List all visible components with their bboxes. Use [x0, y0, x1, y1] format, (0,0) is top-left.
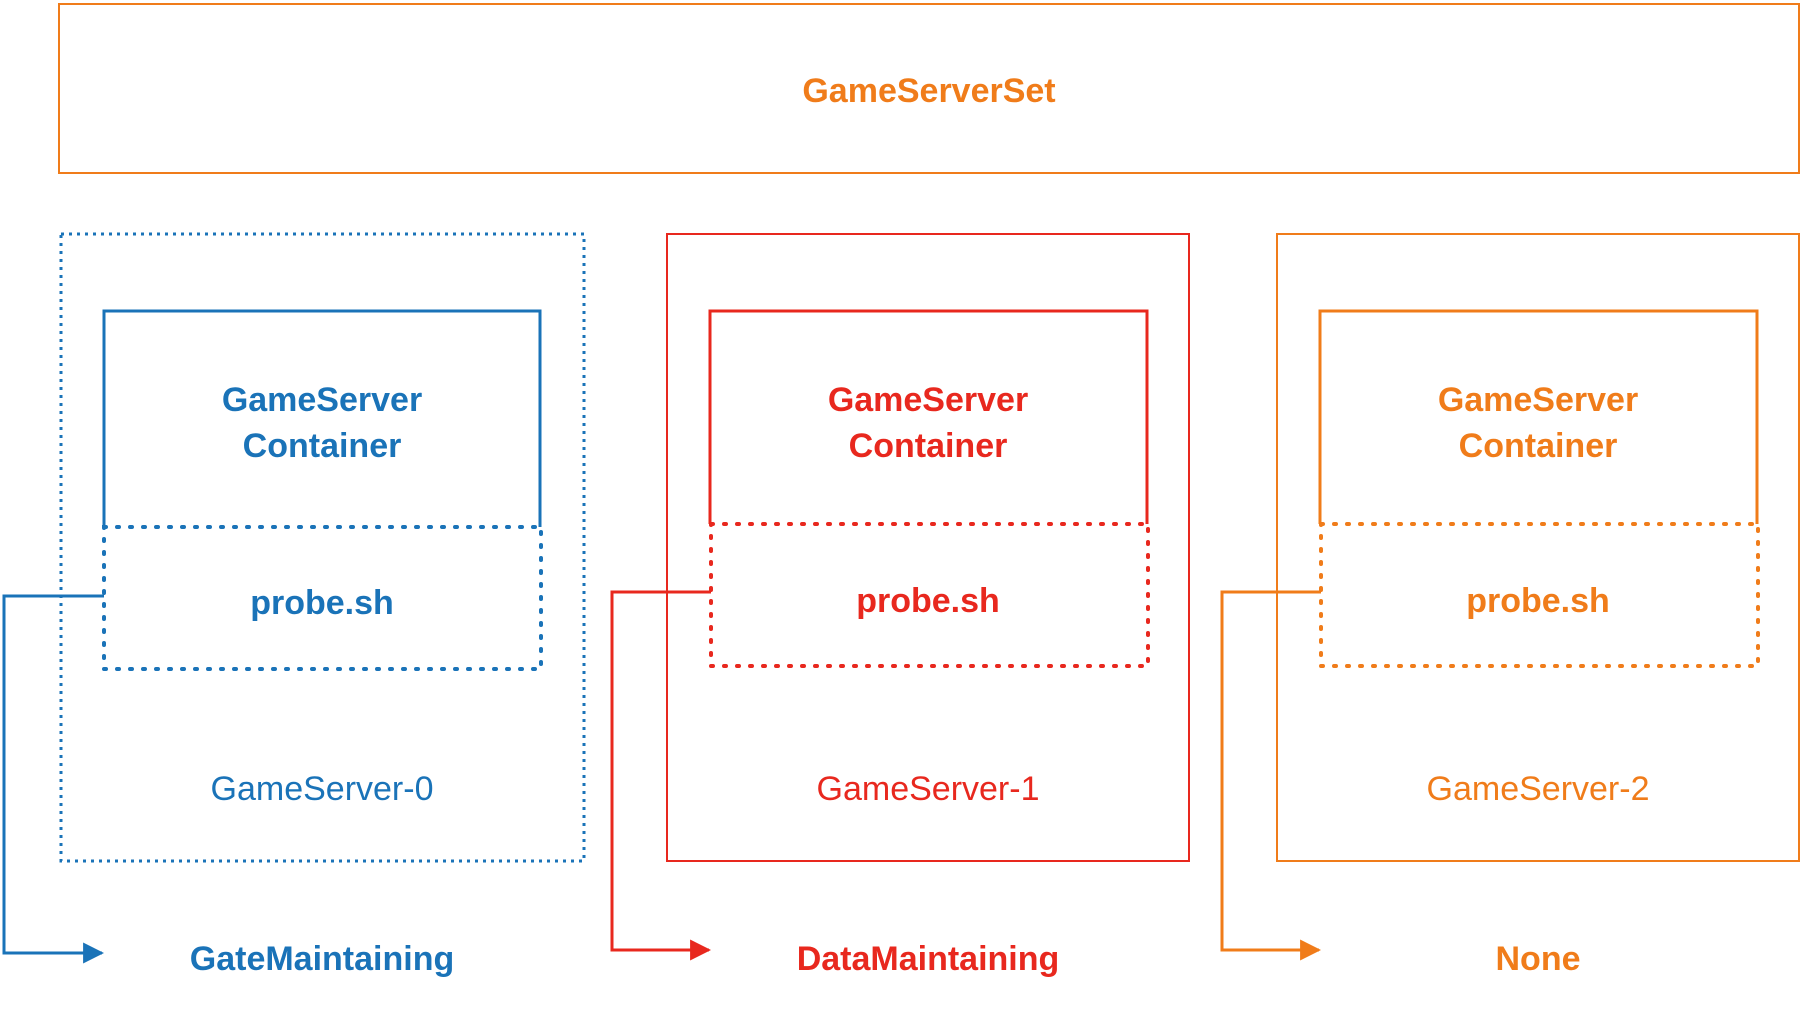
gameserver-1-state-label: DataMaintaining	[797, 940, 1060, 978]
gameserver-1-container-label-line1: GameServer	[828, 381, 1028, 419]
gameserver-0-container-frame	[102, 309, 542, 527]
gameserverset-label: GameServerSet	[802, 72, 1055, 110]
gameserver-2-probe-label: probe.sh	[1466, 582, 1610, 620]
gameserver-1-probe-frame	[709, 522, 1150, 668]
gameserver-2-name: GameServer-2	[1427, 770, 1650, 808]
gameserver-2-state-arrow	[1220, 590, 1322, 961]
gameserver-2-probe-frame	[1319, 522, 1760, 668]
gameserver-1-name: GameServer-1	[817, 770, 1040, 808]
gameserver-1-group: GameServer Container probe.sh GameServer…	[610, 233, 1190, 978]
gameserver-0-container-label-line2: Container	[243, 427, 402, 465]
gameserver-2-state-label: None	[1496, 940, 1581, 978]
gameserver-0-container-label-line1: GameServer	[222, 381, 422, 419]
gameserver-0-pod-frame	[59, 232, 586, 863]
gameserver-2-group: GameServer Container probe.sh GameServer…	[1220, 233, 1800, 978]
gameserver-2-container-label-line1: GameServer	[1438, 381, 1638, 419]
gameserver-0-state-label: GateMaintaining	[190, 940, 454, 978]
gameserver-2-container-label-line2: Container	[1459, 427, 1618, 465]
gameserver-0-state-arrow	[2, 594, 105, 964]
gameserver-1-state-arrow	[610, 590, 712, 961]
gameserver-0-name: GameServer-0	[211, 770, 434, 808]
gameserver-1-container-frame	[708, 309, 1149, 524]
gameserver-0-probe-frame	[102, 525, 543, 671]
gameserver-1-pod-frame	[666, 233, 1190, 862]
gameserver-1-container-label-line2: Container	[849, 427, 1008, 465]
gameserver-2-pod-frame	[1276, 233, 1800, 862]
gameserverset-frame	[58, 3, 1800, 174]
gameserver-2-container-frame	[1318, 309, 1759, 524]
gameserver-1-probe-label: probe.sh	[856, 582, 1000, 620]
gameserver-0-probe-label: probe.sh	[250, 584, 394, 622]
gameserver-0-group: GameServer Container probe.sh GameServer…	[2, 232, 586, 978]
gameserverset-box: GameServerSet	[58, 3, 1800, 174]
